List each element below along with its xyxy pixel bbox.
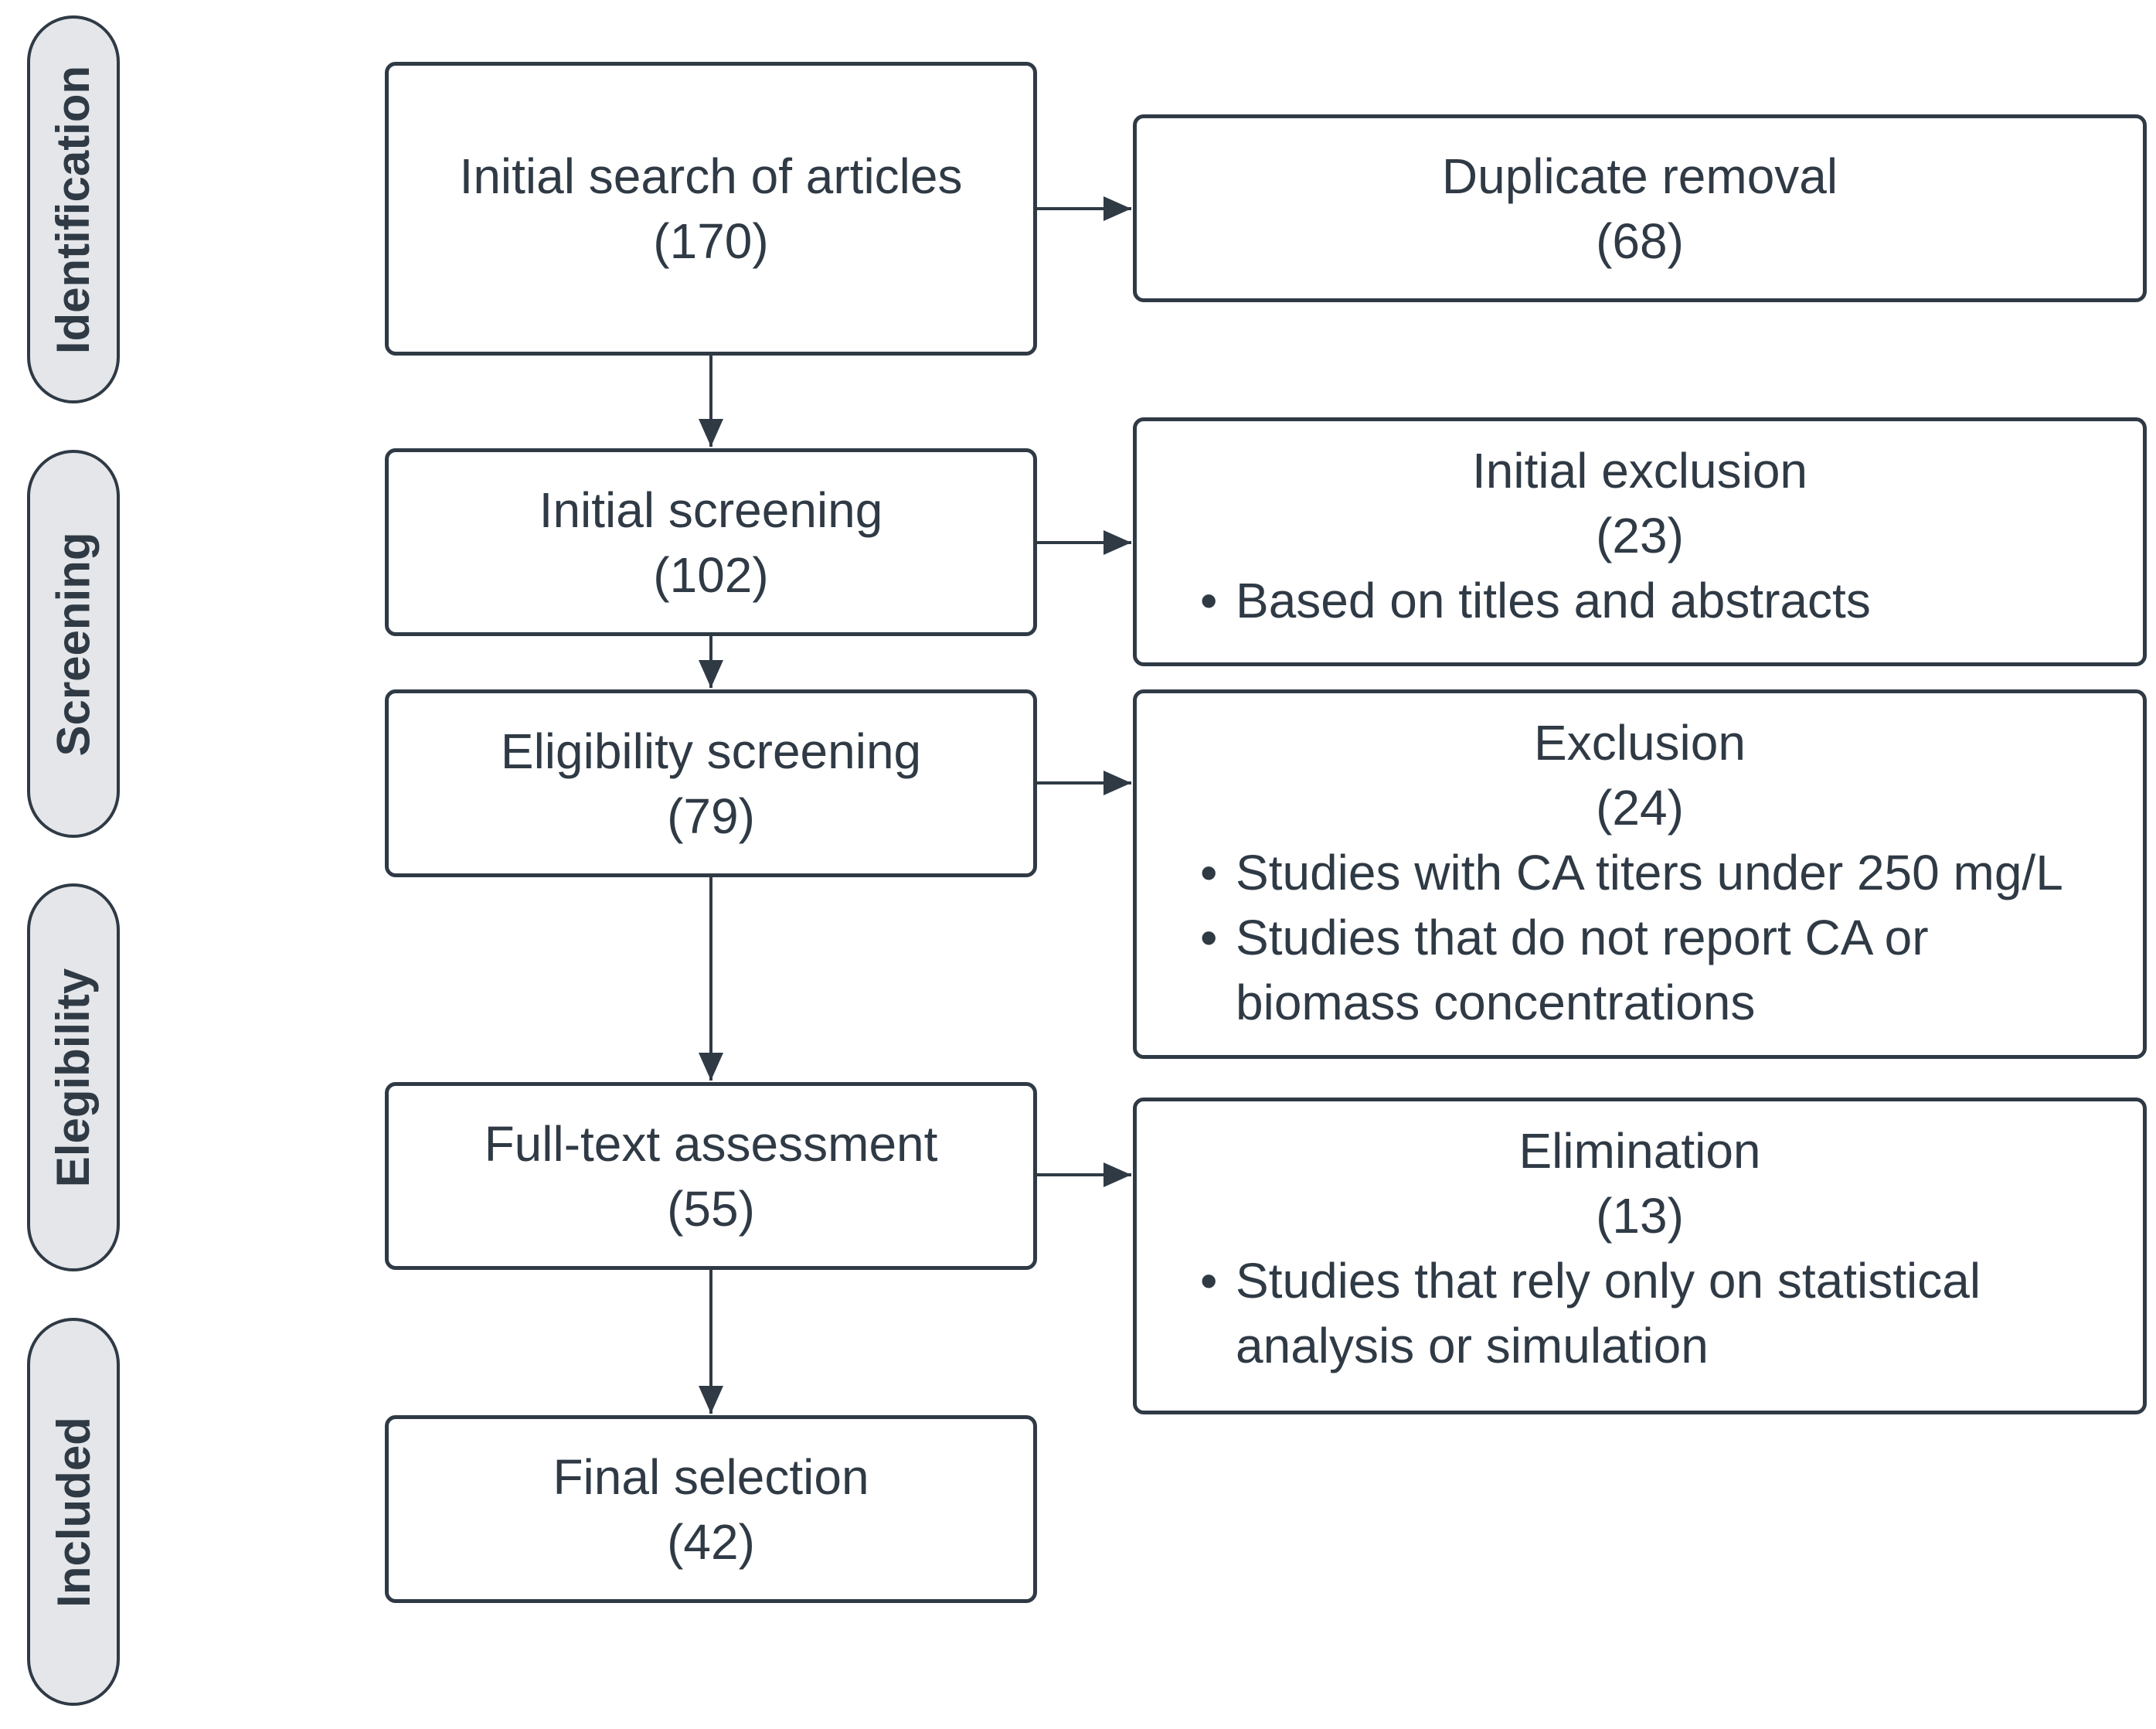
box-initial-search-count: (170) (653, 213, 769, 269)
box-exclusion-count: (24) (1596, 780, 1684, 836)
box-exclusion-bullets: Studies with CA titers under 250 mg/L St… (1155, 840, 2124, 1035)
box-duplicate-removal-count: (68) (1596, 213, 1684, 269)
box-initial-search: Initial search of articles (170) (385, 62, 1037, 356)
box-initial-exclusion-count: (23) (1596, 508, 1684, 563)
bullet-item: Based on titles and abstracts (1200, 568, 2124, 633)
box-full-text-assessment: Full-text assessment (55) (385, 1082, 1037, 1270)
box-initial-exclusion-title: Initial exclusion (1472, 443, 1807, 499)
box-full-text-assessment-title: Full-text assessment (484, 1115, 938, 1172)
box-initial-search-title: Initial search of articles (459, 148, 963, 204)
box-initial-exclusion-bullets: Based on titles and abstracts (1155, 568, 2124, 633)
box-elimination-count: (13) (1596, 1188, 1684, 1244)
bullet-item: Studies that do not report CA or biomass… (1200, 905, 2124, 1035)
stage-included-label: Included (47, 1416, 100, 1608)
box-initial-exclusion: Initial exclusion (23) Based on titles a… (1133, 417, 2147, 666)
box-elimination-bullets: Studies that rely only on statistical an… (1155, 1248, 2124, 1378)
box-initial-screening-count: (102) (653, 546, 769, 603)
box-final-selection-title: Final selection (553, 1448, 869, 1505)
bullet-item: Studies with CA titers under 250 mg/L (1200, 840, 2124, 905)
stage-screening: Screening (27, 450, 120, 838)
stage-elegibility-label: Elegibility (47, 968, 100, 1187)
stage-identification-label: Identification (47, 65, 100, 354)
stage-screening-label: Screening (47, 531, 100, 757)
box-final-selection: Final selection (42) (385, 1415, 1037, 1603)
box-initial-screening: Initial screening (102) (385, 448, 1037, 636)
box-eligibility-screening: Eligibility screening (79) (385, 689, 1037, 877)
box-elimination: Elimination (13) Studies that rely only … (1133, 1098, 2147, 1414)
box-duplicate-removal-title: Duplicate removal (1441, 148, 1838, 204)
box-final-selection-count: (42) (667, 1513, 755, 1570)
stage-identification: Identification (27, 15, 120, 403)
box-full-text-assessment-count: (55) (667, 1180, 755, 1237)
stage-elegibility: Elegibility (27, 883, 120, 1271)
box-elimination-title: Elimination (1518, 1123, 1761, 1179)
box-exclusion-title: Exclusion (1534, 715, 1746, 771)
stage-included: Included (27, 1318, 120, 1706)
box-eligibility-screening-count: (79) (667, 788, 755, 844)
box-exclusion: Exclusion (24) Studies with CA titers un… (1133, 689, 2147, 1059)
bullet-item: Studies that rely only on statistical an… (1200, 1248, 2124, 1378)
box-initial-screening-title: Initial screening (539, 482, 883, 538)
box-eligibility-screening-title: Eligibility screening (500, 723, 922, 779)
box-duplicate-removal: Duplicate removal (68) (1133, 114, 2147, 302)
